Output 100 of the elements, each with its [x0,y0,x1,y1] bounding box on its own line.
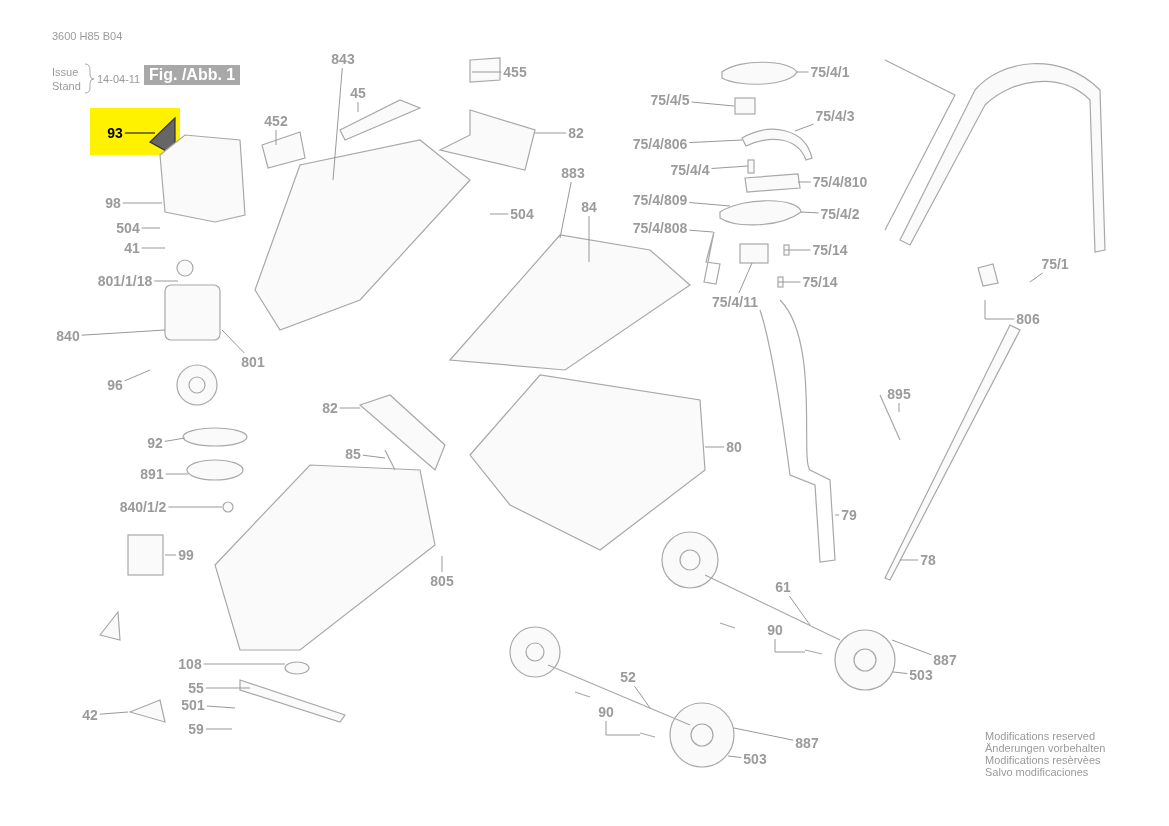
callout-number: 75/4/11 [712,294,758,310]
callout-number: 75/14 [812,242,848,258]
leader-line [81,329,166,336]
callout-number: 99 [178,547,194,563]
callout-number: 801 [241,354,265,370]
callout-number: 455 [503,64,527,80]
callout-number: 504 [510,206,534,222]
leader-line [275,129,277,146]
leader-line [788,595,811,626]
leader-line [362,454,386,459]
leader-line [774,638,806,653]
callout-number: 75/4/5 [650,92,690,108]
leader-line [738,262,753,294]
leader-line [471,71,502,73]
figure-title: Fig. /Abb. 1 [144,65,241,85]
leader-line [124,132,156,134]
part-number: 3600 H85 B04 [52,30,123,42]
leader-line [783,249,811,251]
callout-number: 96 [107,377,123,393]
leader-line [688,229,714,233]
leader-line [691,101,735,107]
leader-line [339,407,361,409]
callout-number: 42 [82,707,98,723]
callout-number: 41 [124,240,140,256]
issue-label: Issue [52,66,79,78]
leader-line [167,506,223,508]
callout-number: 891 [140,466,164,482]
note: Modifications resèrvèes [985,754,1101,766]
leader-line [559,181,572,239]
callout-number: 75/4/3 [815,108,855,124]
callout-number: 85 [345,446,361,462]
callout-number: 55 [188,680,204,696]
callout-number: 895 [887,386,911,402]
leader-line [794,123,814,132]
leader-line [124,369,151,382]
leader-line [99,711,129,715]
leader-line [633,685,651,709]
callout-number: 108 [178,656,202,672]
leader-line [332,67,343,181]
callout-number: 61 [775,579,791,595]
callout-number: 75/4/2 [820,206,860,222]
callout-number: 75/1 [1041,256,1069,272]
leader-line [834,514,840,516]
leader-line [203,663,286,665]
callout-number: 92 [147,435,163,451]
callout-number: 75/14 [802,274,838,290]
callout-number: 78 [920,552,936,568]
leader-line [892,671,908,674]
callout-number: 75/4/809 [632,192,688,208]
leader-line [704,446,725,448]
leader-line [141,247,166,249]
leader-line [688,139,743,144]
leader-line [1029,272,1043,283]
leader-line [984,299,1015,320]
callout-number: 90 [767,622,783,638]
callout-number: 93 [107,125,123,141]
callout-number: 887 [933,652,957,668]
leader-line [206,705,236,709]
leader-line [141,227,161,229]
callout-number: 75/4/1 [810,64,850,80]
callout-number: 79 [841,507,857,523]
leader-line [441,555,443,573]
leader-line [205,728,233,730]
callout-number: 806 [1016,311,1040,327]
leader-line [588,215,590,263]
leader-line [711,165,749,169]
callout-number: 503 [743,751,767,767]
leader-line [164,554,177,556]
leader-line [122,202,163,204]
callout-number: 45 [350,85,366,101]
callout-number: 840 [56,328,80,344]
callout-number: 805 [430,573,454,589]
leader-line [727,755,742,758]
leader-line [489,213,509,215]
callout-number: 75/4/810 [812,174,868,190]
leader-line [534,132,567,134]
callout-number: 52 [620,669,636,685]
note: Änderungen vorbehalten [985,742,1106,754]
leader-line [899,559,919,561]
leader-line [153,280,179,282]
leader-line [796,71,809,73]
callout-number: 503 [909,667,933,683]
callout-number: 90 [598,704,614,720]
callout-number: 98 [105,195,121,211]
leader-line [898,402,900,413]
leader-line [688,202,731,207]
callout-number: 82 [322,400,338,416]
leader-line [800,211,819,214]
leader-line [221,329,245,354]
callout-number: 75/4/4 [670,162,710,178]
leader-line [797,181,812,183]
issue-date: 14-04-11 [97,73,141,85]
leader-line [357,101,359,113]
callout-number: 887 [795,735,819,751]
leader-line [605,720,641,736]
callout-number: 80 [726,439,742,455]
leader-line [777,281,801,283]
callout-number: 801/1/18 [97,273,153,289]
callout-number: 75/4/808 [632,220,688,236]
stand-label: Stand [52,80,81,92]
